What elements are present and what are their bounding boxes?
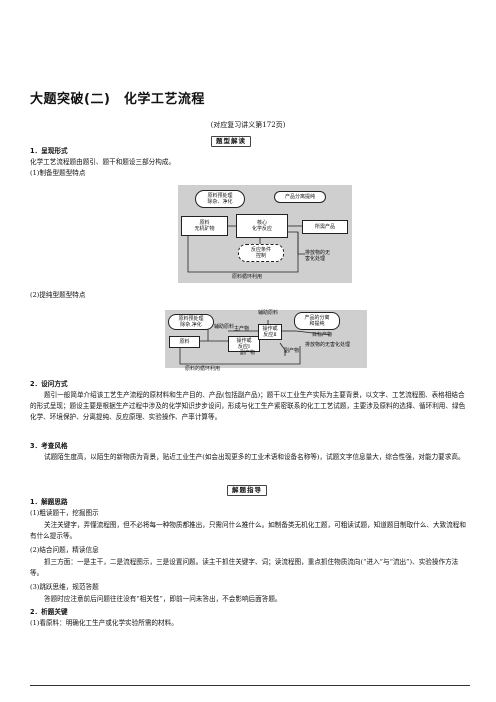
tag-guidance: 解题指导 — [227, 485, 267, 496]
label-main-product: 主产物 — [234, 326, 250, 332]
label-side1: 副产物 — [240, 350, 256, 356]
key-step1: (1)看原料：明确化工生产或化学实验所需的材料。 — [30, 619, 178, 627]
label-recycle: 原料循环利用 — [232, 274, 263, 280]
section-heading-approach: 1．解题思路 — [30, 498, 68, 506]
label-recycle-2: 原料的循环利用 — [185, 366, 221, 372]
box-raw-2: 原料 — [169, 336, 200, 348]
reference-note: (对应复习讲义第172页) — [210, 121, 286, 129]
label-target: 目标产物 — [312, 332, 333, 338]
section-heading-style: 3．考查风格 — [30, 442, 68, 450]
box-product: 所需产品 — [302, 220, 348, 234]
label-aux1: 辅助原料 — [214, 324, 235, 330]
label-waste-2: 排放物的无害化处理 — [305, 342, 351, 348]
questions-paragraph: 题引一般简单介绍该工艺生产流程的原材料和生产目的、产品(包括副产品)；题干以工业… — [30, 391, 466, 421]
page-title: 大题突破(二) 化学工艺流程 — [30, 92, 205, 107]
approach-step3: (3)跳跃思维，规范答题 — [30, 583, 99, 591]
box-core-reaction: 核心 化学反应 — [236, 214, 288, 238]
approach-step2: (2)结合问题，精读信息 — [30, 546, 99, 554]
approach-step3-text: 答题时应注意前后问题往往没有“相关性”，即前一问未答出，不会影响后面答题。 — [44, 595, 282, 603]
cloud-pretreatment: 原料预处理 除杂、净化 — [195, 190, 245, 208]
approach-step1: (1)粗读题干，挖掘图示 — [30, 509, 99, 517]
subheading-prep: (1)制备型题型特点 — [30, 169, 86, 177]
approach-step1-text: 关注关键字，弄懂流程图，但不必将每一种物质都推出，只需问什么推什么。如制备类无机… — [30, 521, 466, 540]
form-text: 化学工艺流程题由题引、题干和题设三部分构成。 — [30, 158, 176, 166]
label-side2: 副产物 — [284, 348, 300, 354]
footer-divider — [30, 685, 470, 686]
box-op2: 操作或 反应Ⅱ — [258, 324, 282, 340]
cloud-separation-2: 产品的分离 和提纯 — [294, 312, 340, 330]
box-raw-material: 原料 无机矿物 — [181, 216, 228, 236]
tag-analysis: 题型解读 — [211, 136, 251, 147]
section-heading-key: 2．析题关键 — [30, 608, 68, 616]
section-heading-questions: 2．设问方式 — [30, 380, 68, 388]
style-paragraph: 试题陌生度高，以陌生的新物质为背景，贴近工业生产(如会出现更多的工业术语和设备名… — [44, 453, 465, 461]
subheading-purify: (2)提纯型题型特点 — [30, 291, 86, 299]
cloud-separation: 产品分离提纯 — [274, 191, 326, 203]
approach-step2-text: 抓三方面：一是主干，二是流程图示，三是设置问题。读主干抓住关键字、词；读流程图，… — [30, 558, 459, 577]
label-aux2: 辅助原料 — [258, 310, 279, 316]
cloud-pretreatment-2: 原料预处理 除杂,净化 — [168, 314, 214, 330]
box-op1: 操作或 反应Ⅰ — [228, 336, 260, 352]
cloud-conditions: 反应条件 控制 — [238, 244, 284, 262]
section-heading-form: 1．呈现形式 — [30, 147, 68, 155]
label-waste: 排放物的无 害化处理 — [305, 250, 331, 262]
